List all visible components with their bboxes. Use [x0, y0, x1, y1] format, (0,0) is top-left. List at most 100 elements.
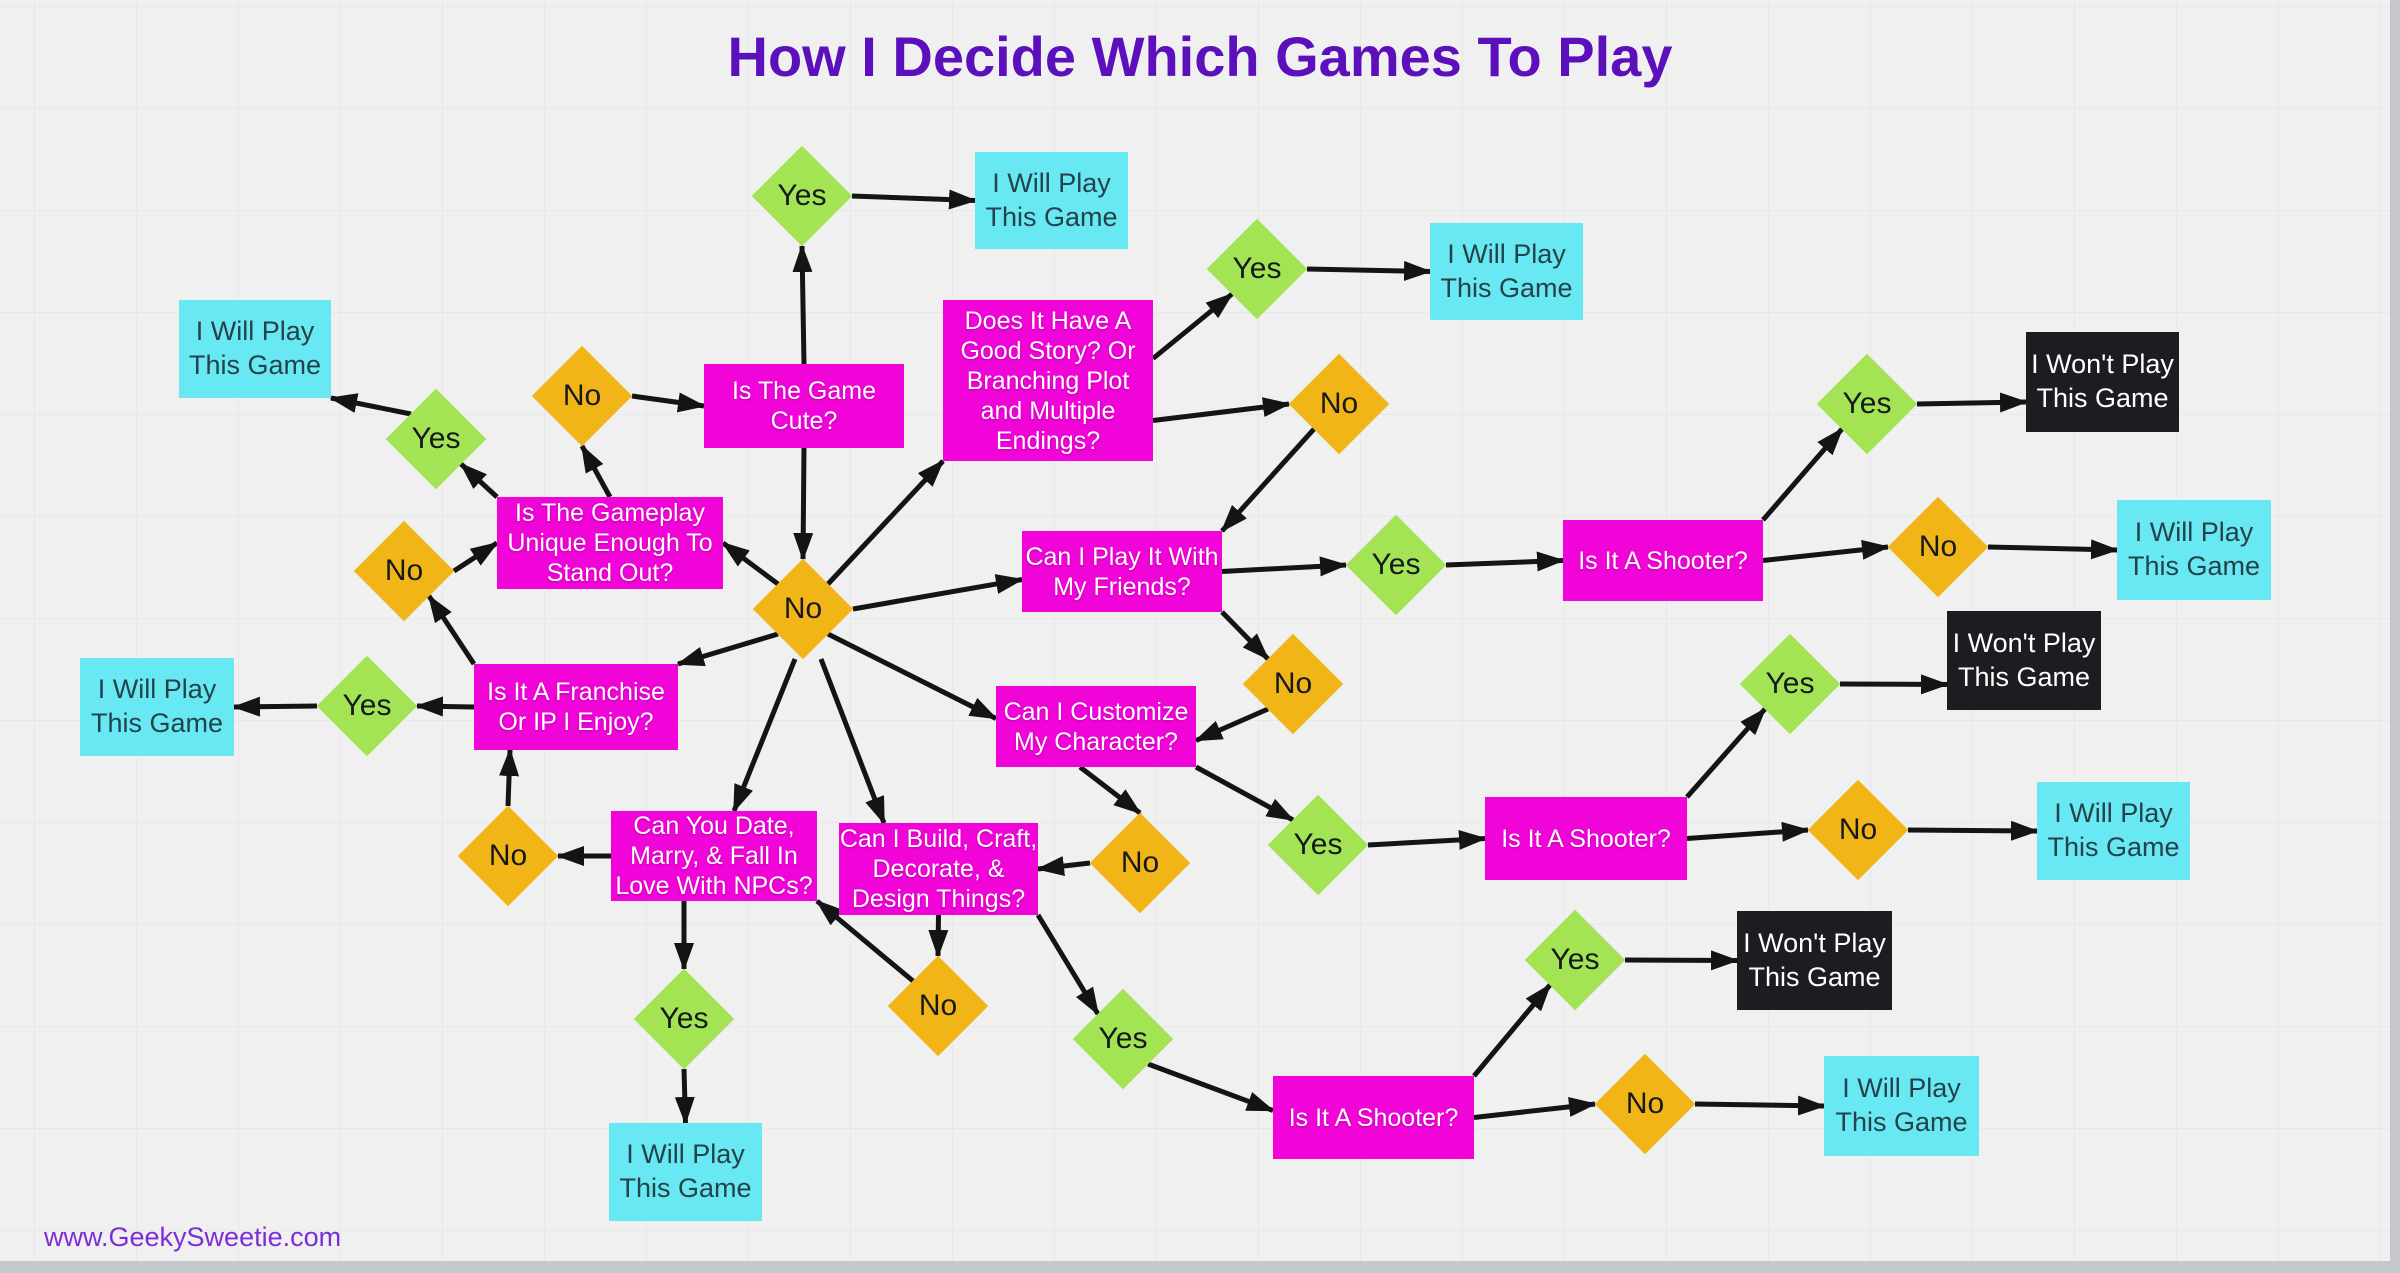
arrow-n_sh2-to-r_sh2: [1907, 820, 2039, 841]
arrow-n_date-to-q_franchise: [499, 748, 520, 807]
arrow-q_gameplay-to-n_gameplay: [579, 444, 613, 499]
result-will-play-box: I Will Play This Game: [975, 152, 1128, 249]
decision-label: Yes: [342, 689, 392, 722]
decision-label: No: [1319, 387, 1359, 420]
result-label: I Will Play This Game: [985, 167, 1118, 232]
decision-no-diamond: No: [1594, 1053, 1696, 1155]
decision-label: Yes: [1842, 387, 1892, 420]
result-label: I Will Play This Game: [2047, 798, 2180, 862]
question-label: Can I Build, Craft, Decorate, & Design T…: [839, 825, 1038, 913]
result-wont-play-box: I Won't Play This Game: [2026, 332, 2179, 432]
question-label: Is It A Shooter?: [1578, 546, 1748, 575]
question-date-marry-npcs: Can You Date, Marry, & Fall In Love With…: [611, 811, 817, 901]
question-label: Is The Game Cute?: [731, 377, 877, 435]
question-label: Is It A Franchise Or IP I Enjoy?: [487, 678, 665, 736]
arrow-y_customize-to-q_shooter2: [1367, 829, 1487, 850]
result-will-play-box: I Will Play This Game: [179, 300, 331, 398]
result-label: I Won't Play This Game: [2031, 349, 2174, 413]
question-label: Does It Have A Good Story? Or Branching …: [960, 306, 1136, 455]
arrow-y_friends-to-q_shooter1: [1445, 551, 1565, 572]
decision-yes-diamond: Yes: [1267, 794, 1369, 896]
arrow-y_sh2-to-b_sh2: [1839, 674, 1949, 695]
decision-label: Yes: [411, 422, 461, 455]
decision-label: Yes: [1550, 943, 1600, 976]
arrow-y_cute-to-r_top: [851, 189, 977, 210]
decision-label: No: [1625, 1087, 1665, 1120]
decision-no-diamond: No: [1807, 779, 1909, 881]
arrow-n_central-to-q_customize: [826, 631, 998, 721]
decision-no-diamond: No: [887, 955, 989, 1057]
decision-label: No: [488, 839, 528, 872]
decision-yes-diamond: Yes: [316, 655, 418, 757]
decision-no-diamond: No: [457, 805, 559, 907]
arrow-n_sh3-to-r_sh3: [1694, 1095, 1826, 1116]
decision-no-diamond: No: [752, 558, 854, 660]
decision-label: No: [384, 554, 424, 587]
result-label: I Will Play This Game: [1440, 238, 1573, 303]
decision-label: No: [562, 379, 602, 412]
decision-label: No: [1273, 667, 1313, 700]
arrow-n_central-to-q_date: [731, 658, 798, 813]
arrow-n_franchise-to-q_gameplay: [452, 540, 499, 574]
arrow-q_cute-to-n_central: [793, 447, 814, 561]
arrow-q_shooter1-to-n_sh1: [1762, 539, 1890, 563]
result-label: I Will Play This Game: [1835, 1073, 1968, 1137]
decision-no-diamond: No: [1887, 496, 1989, 598]
decision-yes-diamond: Yes: [633, 968, 735, 1070]
decision-no-diamond: No: [353, 520, 455, 622]
canvas-edge-right: [2390, 0, 2400, 1273]
decision-label: No: [1918, 530, 1958, 563]
decision-label: No: [783, 592, 823, 625]
decision-label: Yes: [1098, 1022, 1148, 1055]
arrow-y_sh3-to-b_sh3: [1624, 950, 1739, 971]
decision-label: Yes: [1293, 828, 1343, 861]
decision-yes-diamond: Yes: [1816, 353, 1918, 455]
question-is-it-a-shooter-3: Is It A Shooter?: [1273, 1076, 1474, 1159]
arrow-q_franchise-to-y_franchise: [415, 696, 475, 717]
decision-label: No: [1838, 813, 1878, 846]
result-will-play-box: I Will Play This Game: [1430, 223, 1583, 320]
decision-label: Yes: [1232, 252, 1282, 285]
question-label: Can I Play It With My Friends?: [1025, 542, 1219, 601]
arrow-y_date-to-r_date: [674, 1068, 695, 1125]
arrow-n_central-to-q_build: [818, 658, 887, 825]
question-label: Is It A Shooter?: [1501, 824, 1671, 853]
decision-yes-diamond: Yes: [1524, 909, 1626, 1011]
arrow-n_gameplay-to-q_cute: [631, 392, 706, 413]
decision-label: Yes: [659, 1002, 709, 1035]
arrow-y_franchise-to-r_franchise: [232, 696, 318, 717]
question-label: Can I Customize My Character?: [1003, 697, 1189, 756]
result-will-play-box: I Will Play This Game: [2117, 500, 2271, 600]
result-label: I Won't Play This Game: [1743, 927, 1886, 992]
canvas-edge-bottom: [0, 1261, 2400, 1273]
decision-yes-diamond: Yes: [1072, 988, 1174, 1090]
arrow-q_build-to-n_build: [928, 914, 949, 958]
question-is-it-a-shooter-2: Is It A Shooter?: [1485, 797, 1687, 880]
question-franchise-ip: Is It A Franchise Or IP I Enjoy?: [474, 664, 678, 750]
website-link: www.GeekySweetie.com: [44, 1222, 342, 1252]
decision-yes-diamond: Yes: [1345, 514, 1447, 616]
decision-yes-diamond: Yes: [1206, 218, 1308, 320]
decision-no-diamond: No: [1288, 353, 1390, 455]
arrow-q_shooter3-to-n_sh3: [1473, 1096, 1597, 1120]
arrow-y_sh1-to-b_sh1: [1916, 392, 2028, 413]
arrow-y_story-to-r_story: [1306, 260, 1432, 281]
decision-label: Yes: [1371, 548, 1421, 581]
result-label: I Will Play This Game: [619, 1139, 752, 1203]
result-label: I Won't Play This Game: [1952, 627, 2096, 692]
result-wont-play-box: I Won't Play This Game: [1947, 611, 2101, 710]
arrow-q_cute-to-y_cute: [792, 244, 813, 365]
decision-yes-diamond: Yes: [1739, 633, 1841, 735]
decision-label: No: [1120, 846, 1160, 879]
question-label: Can You Date, Marry, & Fall In Love With…: [615, 812, 813, 900]
decision-label: Yes: [1765, 667, 1815, 700]
arrow-q_story-to-n_story: [1152, 397, 1291, 423]
result-wont-play-box: I Won't Play This Game: [1737, 911, 1892, 1010]
result-will-play-box: I Will Play This Game: [2037, 782, 2190, 880]
decision-no-diamond: No: [531, 345, 633, 447]
decision-no-diamond: No: [1242, 633, 1344, 735]
result-label: I Will Play This Game: [188, 316, 322, 380]
decision-label: Yes: [777, 179, 827, 212]
arrow-n_sh1-to-r_sh1: [1987, 539, 2119, 560]
